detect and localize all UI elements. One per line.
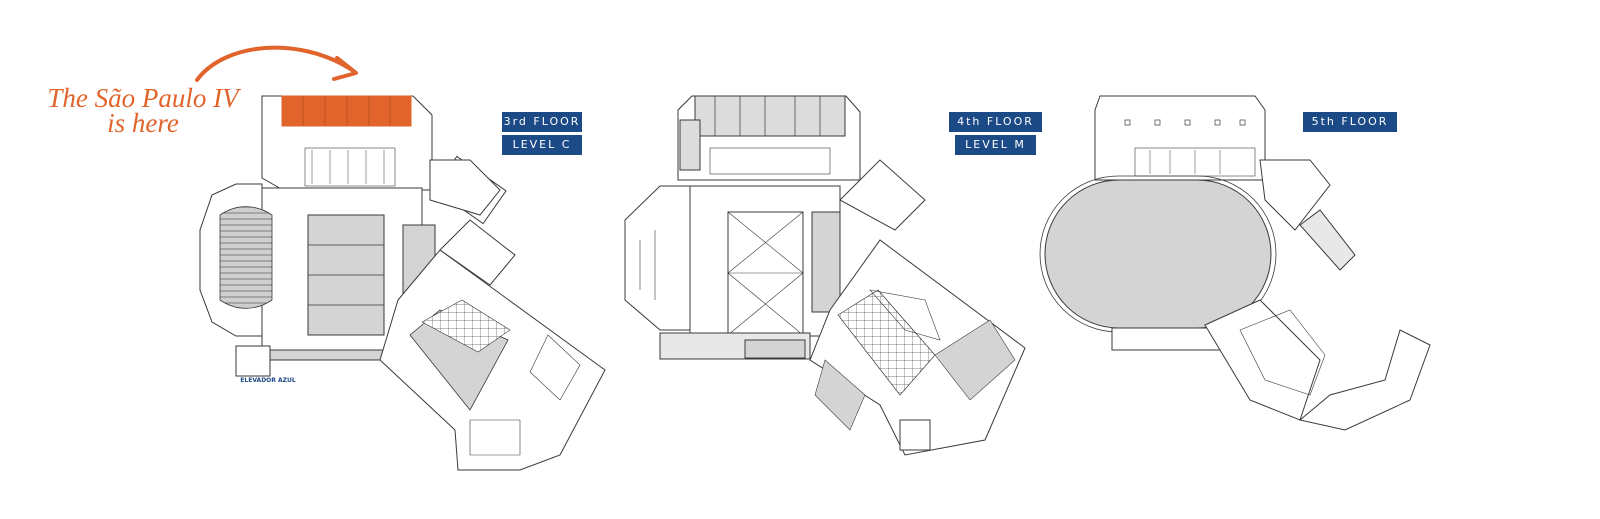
- south-wing: [1204, 299, 1321, 421]
- sao-paulo-iv-room: [281, 95, 412, 127]
- floor-plan-5th: [1039, 95, 1431, 431]
- north-block: [1094, 95, 1266, 181]
- floor-badge-3rd: 3rd FLOOR: [502, 112, 582, 132]
- elevator-label: ELEVADOR AZUL: [240, 377, 296, 384]
- annotation-line-1: The São Paulo IV: [47, 83, 239, 113]
- level-badge-m: LEVEL M: [955, 135, 1036, 155]
- west-wing: [624, 185, 691, 331]
- oval-arena: [1044, 179, 1272, 329]
- annotation-arrow: [195, 45, 358, 82]
- level-badge-c: LEVEL C: [502, 135, 582, 155]
- floor-badge-5th: 5th FLOOR: [1303, 112, 1397, 132]
- location-annotation: The São Paulo IV is here: [18, 83, 268, 138]
- floor-plan-4th: [624, 95, 1026, 456]
- floor-badge-4th: 4th FLOOR: [949, 112, 1042, 132]
- annotation-line-2: is here: [107, 108, 179, 138]
- floor-plan-3rd: [199, 95, 606, 471]
- hall-room: [727, 211, 804, 336]
